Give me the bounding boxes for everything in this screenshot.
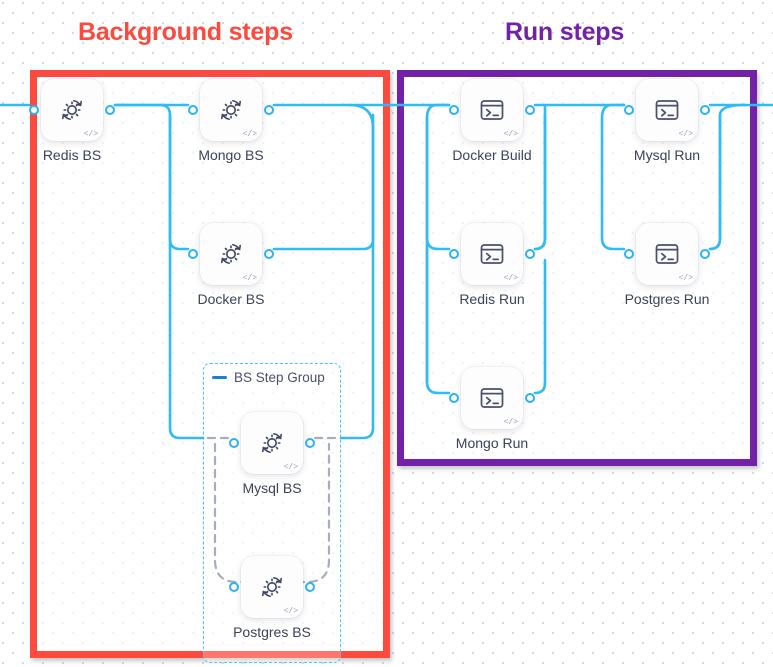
node-label: Postgres BS [233,624,311,640]
port-output[interactable] [264,249,274,259]
node-label: Docker BS [197,291,265,307]
node-label: Mysql BS [242,480,302,496]
node-card[interactable]: </> [624,79,710,141]
node-mongo-run[interactable]: </> Mongo Run [449,367,535,451]
node-postgres-run[interactable]: </> Postgres Run [624,223,710,307]
code-badge: </> [83,130,98,139]
port-input[interactable] [188,249,198,259]
port-output[interactable] [105,105,115,115]
port-output[interactable] [305,438,315,448]
node-card[interactable]: </> [229,412,315,474]
node-label: Docker Build [452,147,532,163]
edge-mysql-run-left-down [600,103,626,251]
node-docker-build[interactable]: </> Docker Build [449,79,535,163]
edge-postgres-run-right [708,113,722,251]
port-input[interactable] [29,105,39,115]
port-output[interactable] [525,393,535,403]
edge-right-rail-to-group [339,126,375,440]
code-badge: </> [283,607,298,616]
node-card[interactable]: </> [29,79,115,141]
port-output[interactable] [700,105,710,115]
gear-sync-icon [256,571,288,603]
node-label: Postgres Run [624,291,710,307]
node-card[interactable]: </> [449,367,535,429]
gear-sync-icon [215,94,247,126]
node-label: Redis Run [459,291,525,307]
edge-redis-run-right [533,113,547,251]
port-output[interactable] [264,105,274,115]
node-redis-run[interactable]: </> Redis Run [449,223,535,307]
port-input[interactable] [624,105,634,115]
code-badge: </> [678,274,693,283]
node-label: Redis BS [42,147,102,163]
port-input[interactable] [188,105,198,115]
edge-mongo-run-right [533,258,547,395]
gear-sync-icon [256,427,288,459]
group-title-background-steps: Background steps [78,18,293,46]
port-input[interactable] [624,249,634,259]
port-input[interactable] [229,438,239,448]
terminal-icon [477,239,507,269]
edge-mysql-run-out-corner [718,103,747,117]
edge-docker-build-out-down [533,113,547,251]
collapse-dash-icon[interactable] [212,376,227,379]
node-card[interactable]: </> [229,556,315,618]
node-docker-bs[interactable]: </> Docker BS [188,223,274,307]
edge-postgres-bs-out-up [295,442,331,584]
code-badge: </> [503,130,518,139]
node-card[interactable]: </> [449,223,535,285]
code-badge: </> [242,130,257,139]
terminal-icon [477,383,507,413]
edge-redis-run-left-down [425,247,451,395]
code-badge: </> [242,274,257,283]
code-badge: </> [503,418,518,427]
edge-right-rail-down [272,113,375,251]
port-input[interactable] [229,582,239,592]
step-group-header: BS Step Group [212,370,325,385]
port-output[interactable] [525,249,535,259]
port-input[interactable] [449,393,459,403]
node-card[interactable]: </> [449,79,535,141]
port-input[interactable] [449,249,459,259]
node-label: Mysql Run [633,147,701,163]
group-frame-background-steps[interactable] [30,70,390,658]
edge-docker-build-left-down [425,103,451,251]
edge-mongo-bs-right-corner [348,103,375,130]
terminal-icon [652,95,682,125]
node-postgres-bs[interactable]: </> Postgres BS [229,556,315,640]
port-output[interactable] [700,249,710,259]
edge-mysql-run-out-down [708,113,722,251]
node-card[interactable]: </> [188,79,274,141]
step-group-label: BS Step Group [234,370,325,385]
node-mongo-bs[interactable]: </> Mongo BS [188,79,274,163]
edge-left-rail-to-group [168,113,205,440]
gear-sync-icon [56,94,88,126]
node-label: Mongo Run [455,435,529,451]
node-redis-bs[interactable]: </> Redis BS [29,79,115,163]
edge-branch-left-rail [113,103,190,251]
group-title-run-steps: Run steps [505,18,625,46]
code-badge: </> [678,130,693,139]
node-mysql-run[interactable]: </> Mysql Run [624,79,710,163]
gear-sync-icon [215,238,247,270]
node-card[interactable]: </> [188,223,274,285]
port-input[interactable] [449,105,459,115]
node-card[interactable]: </> [624,223,710,285]
port-output[interactable] [305,582,315,592]
code-badge: </> [283,463,298,472]
node-label: Mongo BS [198,147,264,163]
port-output[interactable] [525,105,535,115]
code-badge: </> [503,274,518,283]
node-mysql-bs[interactable]: </> Mysql BS [229,412,315,496]
terminal-icon [477,95,507,125]
terminal-icon [652,239,682,269]
edge-group-in-down-to-postgres-bs [213,442,249,584]
